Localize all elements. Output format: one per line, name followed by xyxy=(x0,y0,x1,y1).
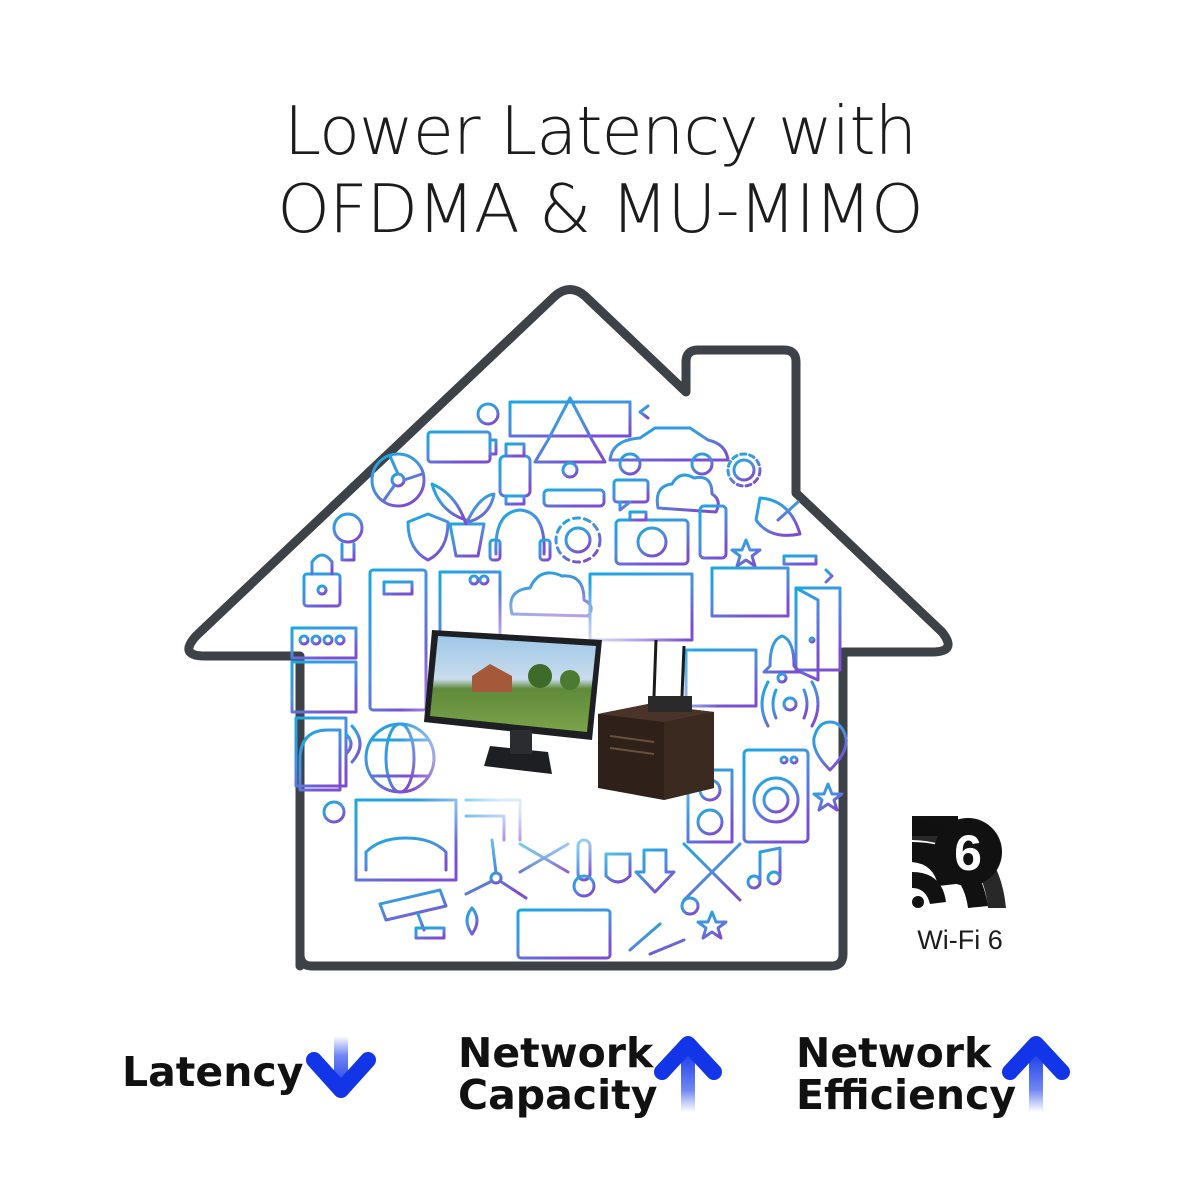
drop-icon xyxy=(465,906,479,936)
bell-icon xyxy=(762,634,802,684)
shield-icon xyxy=(406,512,450,562)
metric-efficiency-line-1: Network xyxy=(796,1029,992,1077)
music-note-icon xyxy=(746,846,782,890)
camera-icon xyxy=(614,510,690,566)
gear-icon xyxy=(554,516,602,564)
download-arrows-icon xyxy=(634,848,676,894)
headline: Lower Latency with OFDMA & MU-MIMO xyxy=(0,92,1200,248)
message-icon xyxy=(612,478,650,512)
satellite-dish-icon xyxy=(754,496,818,566)
star-icon xyxy=(730,538,762,568)
washing-machine-icon xyxy=(742,748,810,844)
metric-capacity-line-2: Capacity xyxy=(458,1071,658,1119)
glasses-icon xyxy=(542,488,606,508)
metric-capacity-line-1: Network xyxy=(458,1029,654,1077)
gear-icon xyxy=(726,452,762,488)
wifi-6-number: 6 xyxy=(954,825,982,881)
metric-latency: Latency xyxy=(122,1048,303,1093)
location-pin-icon xyxy=(812,720,848,772)
lamp-icon xyxy=(533,396,607,479)
efficiency-up-arrow-icon xyxy=(1002,1036,1070,1112)
padlock-icon xyxy=(302,553,342,608)
router-icon xyxy=(648,639,692,712)
mailbox-icon xyxy=(298,728,342,792)
monitor-icon xyxy=(424,630,602,774)
cctv-icon xyxy=(378,888,448,940)
smartwatch-icon xyxy=(498,442,532,506)
metric-network-capacity: Network Capacity xyxy=(458,1032,657,1116)
star-icon xyxy=(812,782,844,812)
key-icon xyxy=(322,800,346,854)
phone-icon xyxy=(698,504,728,560)
wifi-signal-icon xyxy=(344,724,362,764)
wifi-6-caption: Wi-Fi 6 xyxy=(917,925,1003,955)
star-icon xyxy=(696,910,728,940)
smart-icon-grid xyxy=(290,396,848,960)
fridge-icon xyxy=(368,568,428,712)
plant-icon xyxy=(430,482,496,558)
laptop-icon xyxy=(698,566,834,626)
recycle-arrows-icon xyxy=(628,922,686,956)
metric-network-efficiency: Network Efficiency xyxy=(796,1032,1016,1116)
desktop-tower-icon xyxy=(598,704,714,800)
door-icon xyxy=(794,586,842,682)
car-icon xyxy=(608,404,730,476)
headline-line-1: Lower Latency with xyxy=(283,92,917,170)
lightbulb-icon xyxy=(332,512,364,562)
metric-latency-label: Latency xyxy=(122,1048,304,1096)
headline-line-2: OFDMA & MU-MIMO xyxy=(277,170,923,248)
capacity-up-arrow-icon xyxy=(654,1036,722,1112)
latency-down-arrow-icon xyxy=(306,1036,376,1098)
metric-efficiency-line-2: Efficiency xyxy=(796,1071,1017,1119)
solar-panel-icon xyxy=(476,400,632,438)
wifi-6-logo-icon xyxy=(912,816,1006,908)
stove-icon xyxy=(290,626,358,714)
headphones-icon xyxy=(488,508,552,562)
cloud-icon xyxy=(655,473,720,514)
radio-tower-icon xyxy=(760,680,820,746)
fan-icon xyxy=(370,452,426,562)
tools-icon xyxy=(680,842,742,916)
battery-icon xyxy=(426,430,498,464)
radiator-icon xyxy=(516,908,612,960)
